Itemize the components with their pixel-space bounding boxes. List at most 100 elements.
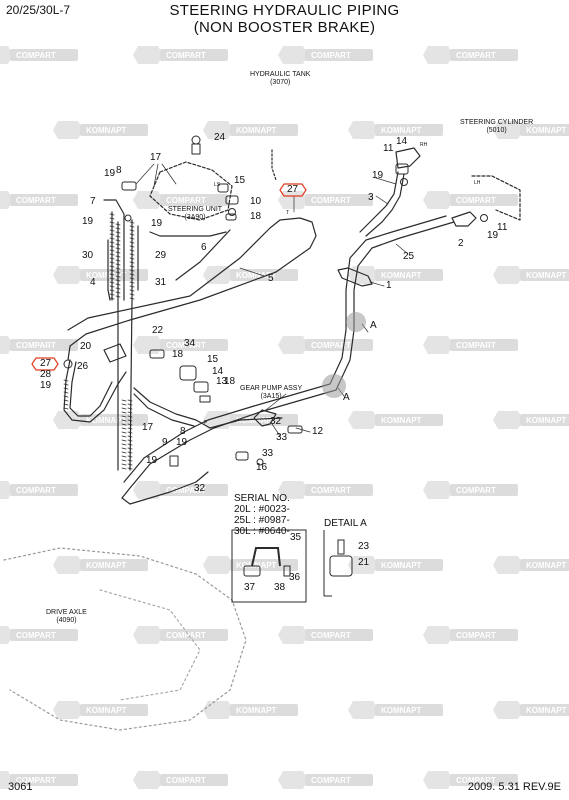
part-number: 2 xyxy=(458,238,464,249)
watermark-bar xyxy=(10,194,78,206)
part-number: 18 xyxy=(172,349,184,360)
watermark-bar xyxy=(80,704,148,716)
part-number: 32 xyxy=(194,483,206,494)
hose-rib xyxy=(109,273,115,276)
pipe-2b xyxy=(123,215,447,483)
hose-rib xyxy=(121,439,127,442)
part-number: 29 xyxy=(155,250,167,261)
hose-rib xyxy=(115,251,121,254)
callout-a-circle-1 xyxy=(346,312,366,332)
steering-cylinder-text: STEERING CYLINDER xyxy=(460,119,534,126)
pipe-6 xyxy=(149,231,227,237)
watermark-logo xyxy=(493,701,523,719)
watermark-text: COMPART xyxy=(16,631,56,640)
watermark-bar xyxy=(305,339,373,351)
watermark-logo xyxy=(0,771,13,789)
part-number: 15 xyxy=(234,175,246,186)
pipe-left-loop xyxy=(63,359,127,423)
callout-a-circle-2 xyxy=(322,374,346,398)
watermark-text: COMPART xyxy=(311,776,351,785)
part-number: 32 xyxy=(270,416,282,427)
hose-rib xyxy=(109,241,115,244)
inset-bracket-35 xyxy=(251,547,281,567)
watermark-logo xyxy=(0,46,13,64)
hose-rib xyxy=(115,283,121,286)
hose-rib xyxy=(121,455,127,458)
watermark-logo xyxy=(278,771,308,789)
hose-rib xyxy=(109,257,115,260)
watermark-logo xyxy=(53,701,83,719)
hose-end-3 xyxy=(395,163,409,175)
watermark-logo xyxy=(0,626,13,644)
port-lh-label: LH xyxy=(474,180,481,186)
hose-rib xyxy=(127,455,133,458)
hose-rib xyxy=(129,273,135,276)
serial-number-block: SERIAL NO. 20L : #0023- 25L : #0987- 30L… xyxy=(234,493,290,537)
watermark-logo xyxy=(53,556,83,574)
port-ls-label: LS xyxy=(214,182,221,188)
hose-rib xyxy=(63,383,69,386)
watermark-bar xyxy=(520,704,569,716)
fitting-24-body xyxy=(191,143,201,155)
hydraulic-tank-ref: (3070) xyxy=(270,79,291,86)
callout-a-label-2: A xyxy=(343,392,350,403)
fitting-33a xyxy=(287,425,303,434)
page-title: STEERING HYDRAULIC PIPING xyxy=(169,2,400,19)
part-number-highlighted: 27 xyxy=(287,184,299,195)
hose-4 xyxy=(107,239,111,301)
hose-rib xyxy=(63,387,69,390)
hose-end-15 xyxy=(217,183,229,193)
hose-rib xyxy=(129,233,135,236)
watermark-pattern: COMPART COMPART COMPART COMPART KOMNAPT KOMNA… xyxy=(0,46,569,789)
watermark-text: KOMNAPT xyxy=(86,271,127,280)
part-number: 37 xyxy=(244,582,256,593)
hose-rib xyxy=(129,281,135,284)
leader-17 xyxy=(135,163,177,187)
hose-rib xyxy=(115,295,121,298)
part-number: 35 xyxy=(290,532,302,543)
hose-rib xyxy=(115,291,121,294)
hose-rib xyxy=(129,269,135,272)
part-number: 14 xyxy=(396,136,408,147)
watermark-text: COMPART xyxy=(16,776,56,785)
hose-rib xyxy=(115,231,121,234)
part-number: 10 xyxy=(250,196,262,207)
fitting-gear xyxy=(193,381,209,393)
hose-rib xyxy=(127,443,133,446)
model-number: 20/25/30L-7 xyxy=(6,3,71,17)
watermark-bar xyxy=(375,704,443,716)
watermark-text: COMPART xyxy=(16,196,56,205)
watermark-bar xyxy=(160,194,228,206)
watermark-text: COMPART xyxy=(166,341,206,350)
watermark-logo xyxy=(0,481,13,499)
watermark-text: KOMNAPT xyxy=(381,271,422,280)
hydraulic-tank-text: HYDRAULIC TANK xyxy=(250,71,311,78)
hose-rib xyxy=(129,277,135,280)
hose-rib xyxy=(129,225,135,228)
watermark-text: KOMNAPT xyxy=(86,561,127,570)
watermark-bar xyxy=(450,629,518,641)
watermark-logo xyxy=(423,46,453,64)
hose-rib xyxy=(115,287,121,290)
watermark-logo xyxy=(348,556,378,574)
hose-rib xyxy=(109,233,115,236)
oring-12 xyxy=(256,458,264,466)
hose-rib xyxy=(129,245,135,248)
watermark-text: KOMNAPT xyxy=(381,416,422,425)
watermark-logo xyxy=(133,626,163,644)
watermark-logo xyxy=(423,191,453,209)
pipe-3b xyxy=(359,171,399,233)
watermark-bar xyxy=(375,124,443,136)
hose-rib xyxy=(109,269,115,272)
hose-rib xyxy=(129,289,135,292)
watermark-text: KOMNAPT xyxy=(381,561,422,570)
hose-rib xyxy=(115,275,121,278)
hose-rib xyxy=(109,245,115,248)
part-number: 38 xyxy=(274,582,286,593)
hose-rib xyxy=(121,467,127,470)
watermark-text: KOMNAPT xyxy=(526,561,567,570)
fitting-34 xyxy=(179,365,197,381)
steering-unit-ref: (3A90) xyxy=(184,214,206,221)
watermark-bar xyxy=(305,194,373,206)
watermark-bar xyxy=(230,269,298,281)
